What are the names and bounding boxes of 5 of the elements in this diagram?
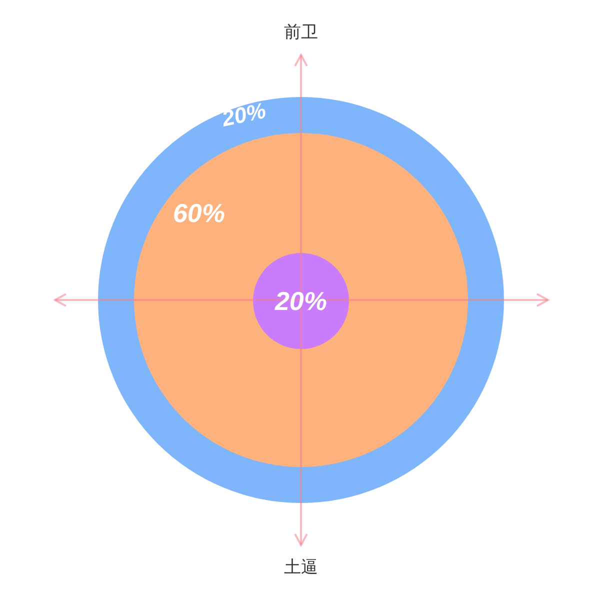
- percentage-label: 20%: [220, 100, 268, 130]
- axis-label: 前卫: [284, 24, 318, 42]
- percentage-label: 60%: [172, 200, 226, 226]
- axis-label: 土逼: [284, 560, 318, 576]
- percentage-label: 20%: [274, 288, 328, 314]
